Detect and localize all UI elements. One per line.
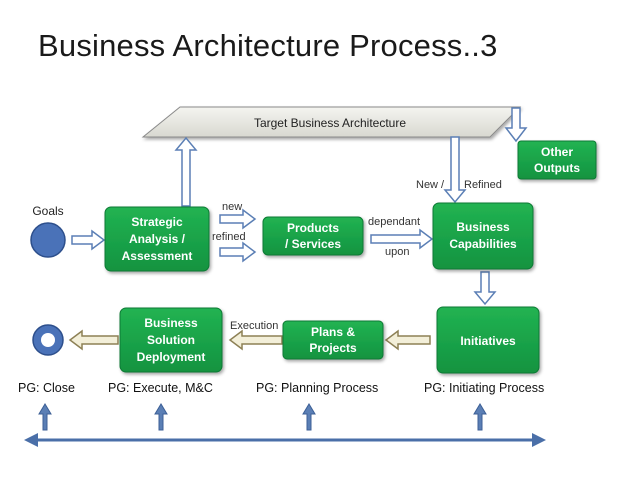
right-arrow-goals bbox=[71, 229, 106, 251]
strategic-analysis-box: Strategic Analysis / Assessment bbox=[104, 206, 210, 272]
business-capabilities-box: Business Capabilities bbox=[432, 202, 534, 270]
products-services-box: Products / Services bbox=[262, 216, 364, 256]
strategic-line-1: Strategic bbox=[131, 215, 183, 229]
pg-execute-up-arrow bbox=[154, 403, 168, 431]
target-architecture-label: Target Business Architecture bbox=[254, 116, 406, 130]
plans-line-1: Plans & bbox=[311, 325, 355, 339]
right-arrow-dependant bbox=[370, 228, 434, 250]
new-slash-label: New / bbox=[416, 179, 445, 191]
other-outputs-box: Other Outputs bbox=[517, 140, 597, 180]
plans-projects-box: Plans & Projects bbox=[282, 320, 384, 360]
initiatives-box: Initiatives bbox=[436, 306, 540, 374]
execution-label: Execution bbox=[230, 320, 278, 332]
down-arrow-to-other-outputs bbox=[504, 107, 528, 143]
pg-planning-label: PG: Planning Process bbox=[256, 381, 379, 395]
up-arrow-to-target bbox=[174, 136, 198, 207]
deployment-line-1: Business bbox=[144, 316, 198, 330]
pg-initiating-label: PG: Initiating Process bbox=[424, 381, 545, 395]
right-arrow-new bbox=[219, 208, 257, 230]
upon-label: upon bbox=[385, 246, 409, 258]
pg-close-label: PG: Close bbox=[18, 381, 75, 395]
target-architecture-band: Target Business Architecture bbox=[141, 106, 522, 138]
strategic-line-2: Analysis / bbox=[129, 232, 186, 246]
left-arrow-deployment-to-close bbox=[68, 329, 119, 351]
deployment-line-3: Deployment bbox=[137, 350, 206, 364]
right-arrow-refined bbox=[219, 241, 257, 263]
pg-close-up-arrow bbox=[38, 403, 52, 431]
other-outputs-line-1: Other bbox=[541, 145, 573, 159]
refined-label: refined bbox=[212, 231, 246, 243]
goals-circle bbox=[30, 222, 66, 258]
goals-label: Goals bbox=[32, 204, 63, 218]
timeline-arrow bbox=[24, 433, 546, 447]
dependant-label: dependant bbox=[368, 216, 420, 228]
pg-execute-label: PG: Execute, M&C bbox=[108, 381, 213, 395]
other-outputs-line-2: Outputs bbox=[534, 161, 580, 175]
deployment-line-2: Solution bbox=[147, 333, 195, 347]
close-circle-inner bbox=[41, 333, 55, 347]
down-arrow-to-initiatives bbox=[473, 271, 497, 306]
refined-cap-label: Refined bbox=[464, 179, 502, 191]
slide-title: Business Architecture Process..3 bbox=[38, 28, 498, 63]
products-line-1: Products bbox=[287, 221, 339, 235]
left-arrow-plans-to-deployment bbox=[228, 329, 283, 351]
solution-deployment-box: Business Solution Deployment bbox=[119, 307, 223, 373]
plans-line-2: Projects bbox=[309, 341, 357, 355]
down-arrow-to-capabilities bbox=[443, 136, 467, 204]
strategic-line-3: Assessment bbox=[122, 249, 193, 263]
new-label: new bbox=[222, 201, 242, 213]
capabilities-line-2: Capabilities bbox=[449, 237, 517, 251]
products-line-2: / Services bbox=[285, 237, 341, 251]
left-arrow-initiatives-to-plans bbox=[384, 329, 431, 351]
pg-initiating-up-arrow bbox=[473, 403, 487, 431]
initiatives-label: Initiatives bbox=[460, 334, 516, 348]
pg-planning-up-arrow bbox=[302, 403, 316, 431]
capabilities-line-1: Business bbox=[456, 220, 510, 234]
